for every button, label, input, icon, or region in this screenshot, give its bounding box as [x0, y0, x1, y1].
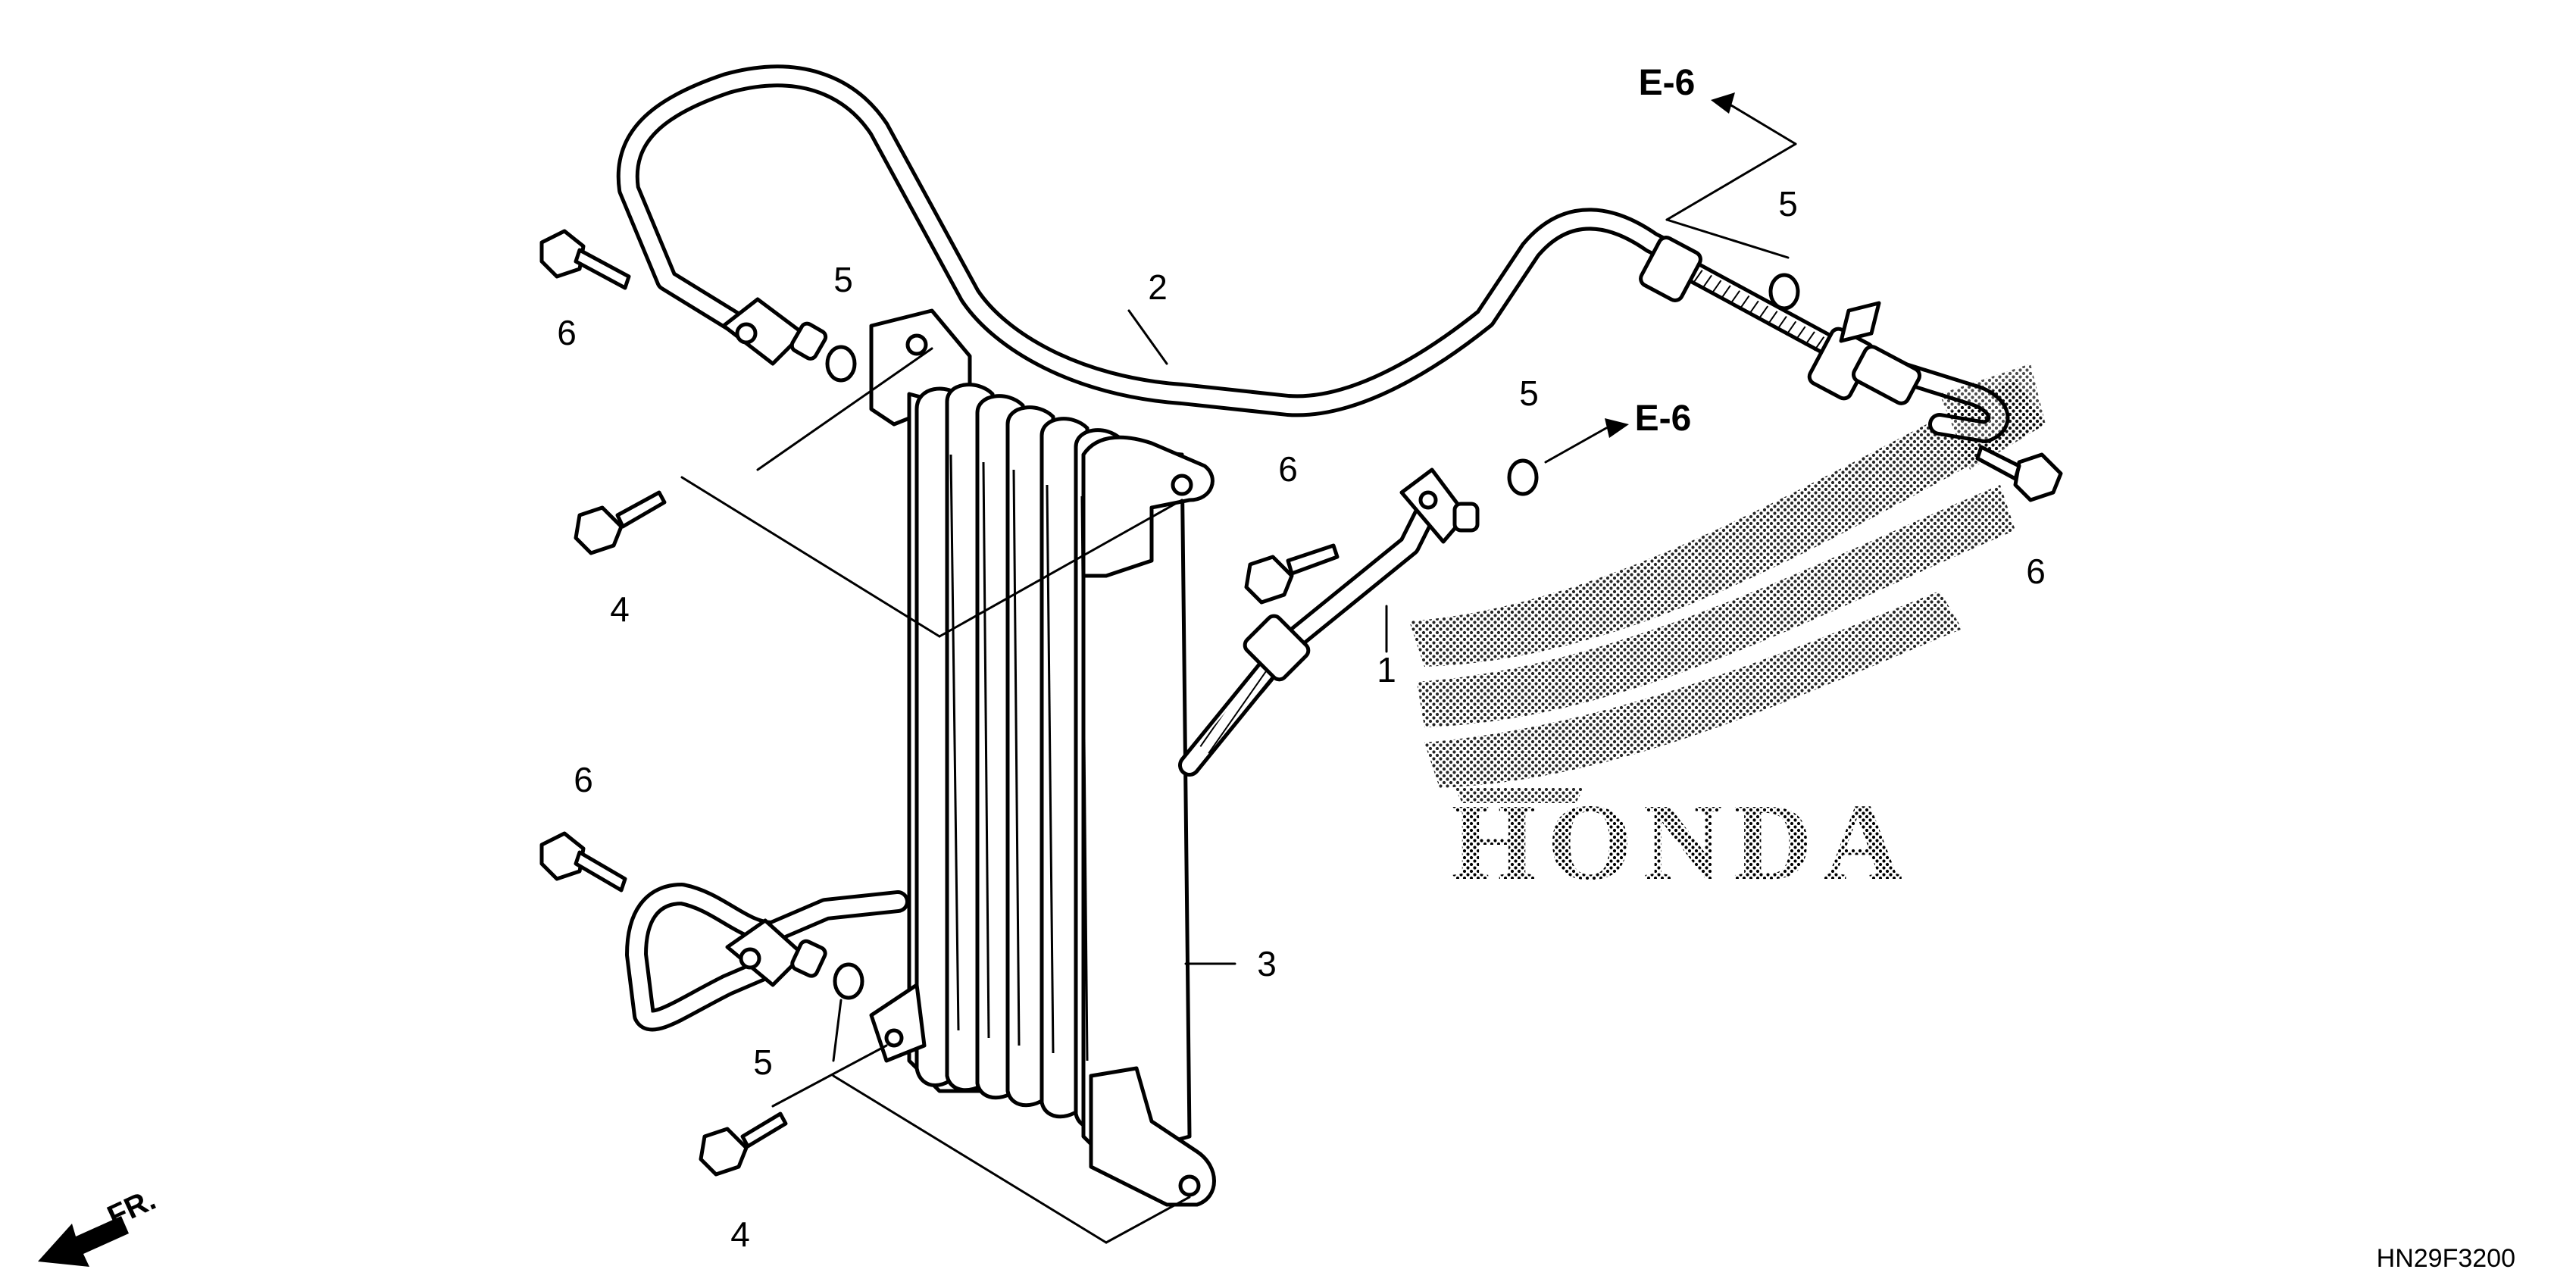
bolt-6-lower-left — [539, 831, 627, 893]
callout-part-6-middle: 6 — [1278, 449, 1298, 489]
honda-wing-watermark — [1409, 379, 2046, 803]
diagram-code: HN29F3200 — [2377, 1244, 2515, 1273]
bolt-6-middle — [1244, 543, 1340, 605]
callout-part-5-lower: 5 — [753, 1043, 773, 1082]
callout-part-6-lower-left: 6 — [574, 760, 593, 799]
callout-part-5-middle: 5 — [1519, 374, 1539, 413]
bolt-4-lower — [699, 1111, 788, 1177]
sealing-washers — [825, 273, 1800, 1000]
front-arrow-icon — [38, 1216, 129, 1267]
callout-part-6-right: 6 — [2026, 552, 2046, 591]
front-direction-indicator: FR. — [38, 1183, 161, 1267]
flange-bolts — [539, 229, 2063, 1177]
callout-part-5-upper-right: 5 — [1778, 184, 1798, 224]
bolt-6-right — [1975, 445, 2063, 502]
reference-e6-upper-label: E-6 — [1639, 63, 1696, 103]
bolt-4-upper — [574, 490, 667, 555]
callout-part-4-lower: 4 — [730, 1215, 750, 1254]
arrow-icon — [1605, 418, 1629, 438]
oil-pipe-lower — [625, 883, 909, 1032]
leader-lines — [680, 97, 1797, 1244]
arrow-icon — [1711, 92, 1735, 114]
callout-part-5-upper-left: 5 — [833, 260, 853, 299]
reference-e6-middle: E-6 — [1605, 399, 1691, 439]
reference-e6-upper: E-6 — [1639, 63, 1735, 114]
callout-part-6-upper-left: 6 — [557, 313, 577, 352]
oil-pipe-middle — [1178, 467, 1480, 777]
bolt-6-upper-left — [539, 229, 631, 290]
callout-part-2: 2 — [1148, 267, 1168, 307]
reference-e6-middle-label: E-6 — [1635, 399, 1692, 439]
oil-cooler-core — [869, 308, 1216, 1207]
callout-part-4-upper: 4 — [610, 589, 630, 629]
oil-hose-upper-right — [1639, 236, 2046, 470]
callout-part-3: 3 — [1257, 944, 1277, 983]
callout-part-1: 1 — [1377, 650, 1396, 689]
honda-watermark-text: HONDA — [1451, 782, 1913, 903]
oil-pipe-upper — [616, 64, 1693, 417]
